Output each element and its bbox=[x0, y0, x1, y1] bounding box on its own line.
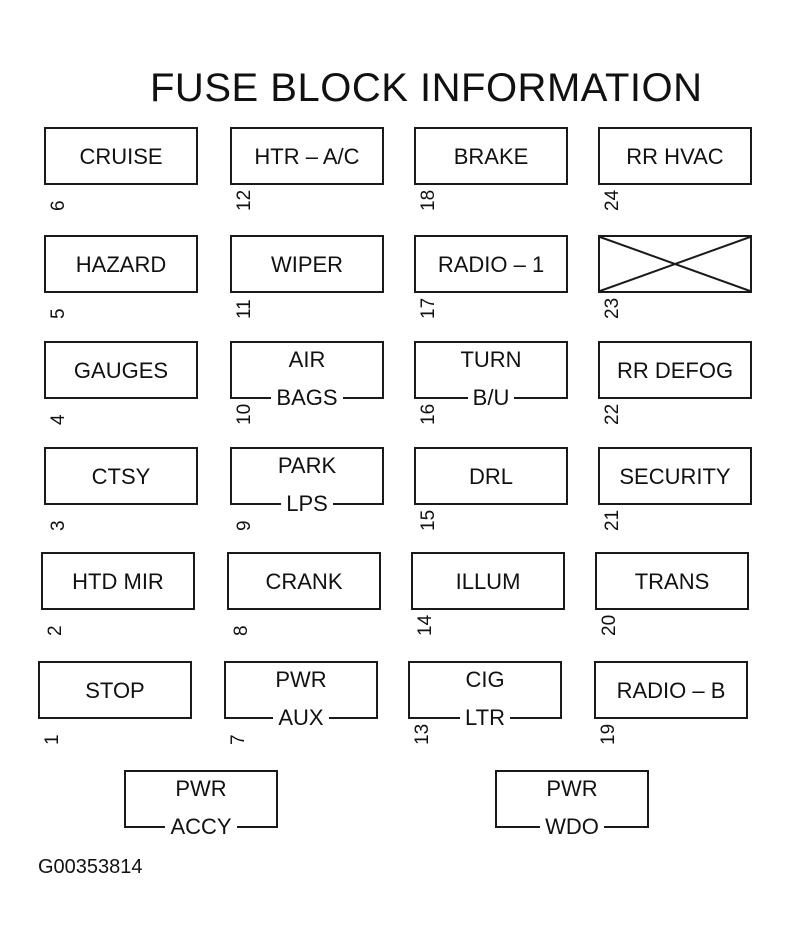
fuse-number-12: 12 bbox=[234, 189, 255, 211]
fuse-10-label: AIR bbox=[288, 347, 326, 372]
fuse-2: HTD MIR bbox=[41, 552, 195, 610]
fuse-number-8: 8 bbox=[231, 625, 252, 636]
fuse-number-14: 14 bbox=[415, 614, 436, 636]
fuse-number-6: 6 bbox=[48, 200, 69, 211]
fuse-10-label-line2: BAGS bbox=[271, 385, 343, 410]
fuse-11-label: WIPER bbox=[270, 252, 344, 277]
fuse-13-label-line2: LTR bbox=[460, 705, 510, 730]
relay-2-label-line2: WDO bbox=[540, 814, 604, 839]
fuse-1: STOP bbox=[38, 661, 192, 719]
fuse-number-7: 7 bbox=[228, 734, 249, 745]
fuse-19: RADIO – B bbox=[594, 661, 748, 719]
fuse-12-label: HTR – A/C bbox=[254, 144, 360, 169]
fuse-number-16: 16 bbox=[418, 403, 439, 425]
fuse-15: DRL bbox=[414, 447, 568, 505]
fuse-14-label: ILLUM bbox=[455, 569, 521, 594]
diagram-code: G00353814 bbox=[38, 856, 143, 878]
fuse-9-label: PARK bbox=[277, 453, 337, 478]
fuse-24-label: RR HVAC bbox=[626, 144, 724, 169]
fuse-number-23: 23 bbox=[602, 297, 623, 319]
fuse-1-label: STOP bbox=[85, 678, 145, 703]
fuse-23 bbox=[598, 235, 752, 293]
relay-1: PWR ACCY bbox=[124, 770, 278, 839]
fuse-number-20: 20 bbox=[599, 614, 620, 636]
fuse-7: PWR AUX bbox=[224, 661, 378, 730]
relay-2: PWR WDO bbox=[495, 770, 649, 839]
fuse-20-label: TRANS bbox=[634, 569, 710, 594]
fuse-18-label: BRAKE bbox=[453, 144, 529, 169]
fuse-21-label: SECURITY bbox=[619, 464, 731, 489]
diagram-title: FUSE BLOCK INFORMATION bbox=[150, 66, 703, 110]
fuse-13-label: CIG bbox=[465, 667, 505, 692]
fuse-21: SECURITY bbox=[598, 447, 752, 505]
fuse-5-label: HAZARD bbox=[75, 252, 167, 277]
fuse-number-17: 17 bbox=[418, 297, 439, 319]
fuse-number-1: 1 bbox=[42, 734, 63, 745]
fuse-number-21: 21 bbox=[602, 509, 623, 531]
fuse-3: CTSY bbox=[44, 447, 198, 505]
fuse-number-18: 18 bbox=[418, 189, 439, 211]
fuse-7-label: PWR bbox=[275, 667, 327, 692]
fuse-number-3: 3 bbox=[48, 520, 69, 531]
fuse-9: PARK LPS bbox=[230, 447, 384, 516]
fuse-22: RR DEFOG bbox=[598, 341, 752, 399]
fuse-number-10: 10 bbox=[234, 403, 255, 425]
fuse-6-label: CRUISE bbox=[79, 144, 163, 169]
relay-2-label: PWR bbox=[546, 776, 598, 801]
relay-1-label: PWR bbox=[175, 776, 227, 801]
fuse-7-label-line2: AUX bbox=[273, 705, 329, 730]
fuse-number-13: 13 bbox=[412, 723, 433, 745]
fuse-9-label-line2: LPS bbox=[281, 491, 333, 516]
fuse-2-label: HTD MIR bbox=[72, 569, 164, 594]
fuse-11: WIPER bbox=[230, 235, 384, 293]
fuse-4: GAUGES bbox=[44, 341, 198, 399]
fuse-10: AIR BAGS bbox=[230, 341, 384, 410]
fuse-24: RR HVAC bbox=[598, 127, 752, 185]
fuse-17-label: RADIO – 1 bbox=[437, 252, 545, 277]
fuse-12: HTR – A/C bbox=[230, 127, 384, 185]
fuse-number-5: 5 bbox=[48, 308, 69, 319]
fuse-3-label: CTSY bbox=[91, 464, 151, 489]
fuse-22-label: RR DEFOG bbox=[616, 358, 734, 383]
fuse-6: CRUISE bbox=[44, 127, 198, 185]
fuse-number-4: 4 bbox=[48, 414, 69, 425]
fuse-18: BRAKE bbox=[414, 127, 568, 185]
fuse-5: HAZARD bbox=[44, 235, 198, 293]
fuse-number-15: 15 bbox=[418, 509, 439, 531]
empty-slot-cross-icon bbox=[600, 237, 750, 291]
fuse-number-19: 19 bbox=[598, 723, 619, 745]
fuse-15-label: DRL bbox=[468, 464, 513, 489]
fuse-19-label: RADIO – B bbox=[616, 678, 726, 703]
fuse-16: TURN B/U bbox=[414, 341, 568, 410]
fuse-8: CRANK bbox=[227, 552, 381, 610]
fuse-8-label: CRANK bbox=[265, 569, 343, 594]
fuse-14: ILLUM bbox=[411, 552, 565, 610]
fuse-number-24: 24 bbox=[602, 189, 623, 211]
relay-1-label-line2: ACCY bbox=[165, 814, 237, 839]
fuse-20: TRANS bbox=[595, 552, 749, 610]
fuse-number-22: 22 bbox=[602, 403, 623, 425]
fuse-13: CIG LTR bbox=[408, 661, 562, 730]
fuse-number-9: 9 bbox=[234, 520, 255, 531]
fuse-number-11: 11 bbox=[234, 299, 255, 319]
fuse-4-label: GAUGES bbox=[73, 358, 169, 383]
fuse-16-label: TURN bbox=[460, 347, 522, 372]
fuse-17: RADIO – 1 bbox=[414, 235, 568, 293]
fuse-16-label-line2: B/U bbox=[467, 385, 515, 410]
fuse-number-2: 2 bbox=[45, 625, 66, 636]
